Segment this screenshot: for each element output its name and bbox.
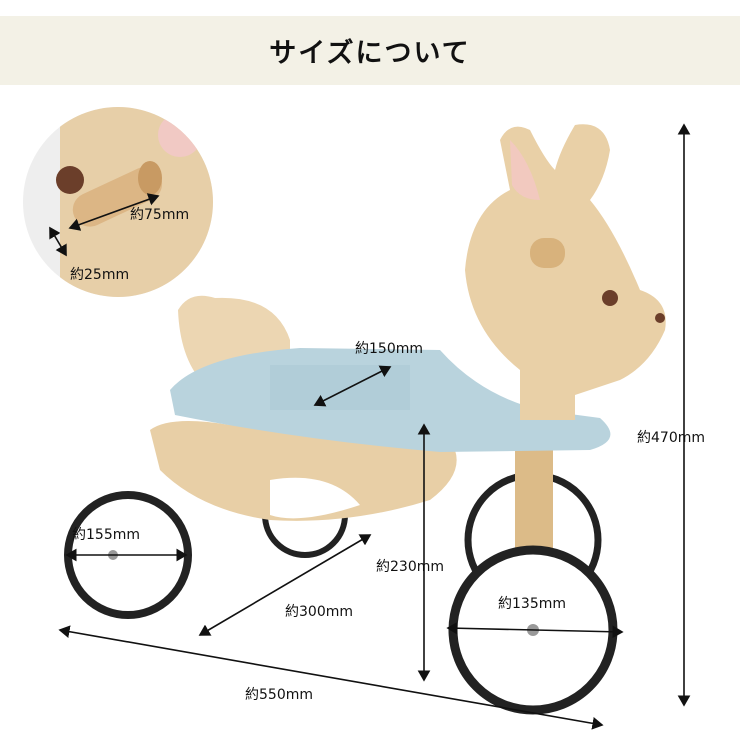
width-label: 約300mm	[285, 604, 353, 620]
dimension-arrows	[49, 123, 691, 730]
seat-height-label: 約230mm	[376, 559, 444, 575]
handle-length-label: 約75mm	[130, 207, 190, 223]
length-label: 約550mm	[245, 687, 313, 703]
front-wheel-label: 約135mm	[498, 596, 566, 612]
handle-diameter-label: 約25mm	[70, 267, 130, 283]
seat-width-label: 約150mm	[355, 341, 423, 357]
title-banner: サイズについて	[0, 16, 740, 85]
rear-wheel-label: 約155mm	[72, 527, 140, 543]
page-title: サイズについて	[269, 38, 471, 69]
total-height-label: 約470mm	[637, 430, 705, 446]
